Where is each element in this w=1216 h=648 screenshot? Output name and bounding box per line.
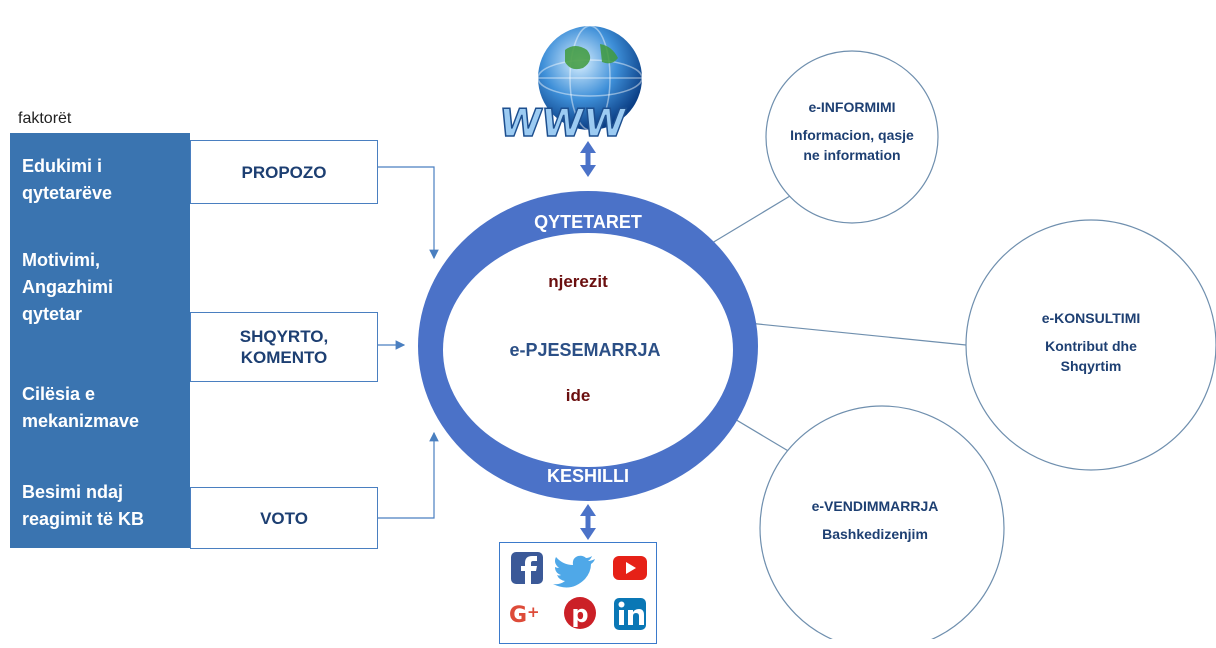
linkedin-icon[interactable] bbox=[614, 598, 646, 630]
factor-mechanism-quality: Cilësia e mekanizmave bbox=[22, 384, 140, 431]
core-ring bbox=[418, 191, 758, 501]
social-icons: G + p bbox=[509, 552, 647, 630]
factors-caption: faktorët bbox=[18, 110, 72, 127]
factors-panel: Edukimi i qytetarëve Motivimi, Angazhimi… bbox=[10, 133, 190, 548]
factor-education: Edukimi i qytetarëve bbox=[22, 156, 113, 203]
circle-e-vendimmarrja bbox=[759, 405, 1005, 639]
www-globe-icon: WWW bbox=[496, 25, 643, 147]
informing-text: e-INFORMIMI Informacion, qasje ne inform… bbox=[790, 99, 914, 163]
youtube-icon[interactable] bbox=[613, 556, 647, 580]
vote-box: VOTO bbox=[190, 487, 378, 549]
social-media-box: G + p bbox=[499, 542, 657, 644]
pinterest-icon[interactable]: p bbox=[564, 597, 596, 629]
circle-e-konsultimi bbox=[965, 219, 1216, 471]
circle-e-informimi bbox=[765, 50, 939, 224]
svg-text:G: G bbox=[509, 603, 527, 628]
factor-trust: Besimi ndaj reagimit të KB bbox=[22, 482, 145, 529]
core-ideas-label: ide bbox=[565, 386, 591, 405]
factor-motivation: Motivimi, Angazhimi qytetar bbox=[22, 250, 114, 324]
connector-consulting bbox=[737, 321, 967, 346]
consulting-text: e-KONSULTIMI Kontribut dhe Shqyrtim bbox=[1041, 310, 1141, 374]
connector-vote bbox=[376, 431, 439, 519]
propose-box: PROPOZO bbox=[190, 140, 378, 204]
google-plus-icon[interactable]: G + bbox=[509, 603, 540, 628]
core-top-label: QYTETARET bbox=[534, 212, 642, 232]
facebook-icon[interactable] bbox=[511, 552, 543, 584]
double-arrow-top bbox=[580, 141, 596, 177]
www-label: WWW bbox=[497, 102, 629, 146]
svg-text:+: + bbox=[527, 603, 540, 621]
connector-propose bbox=[376, 166, 439, 260]
double-arrow-bottom bbox=[580, 504, 596, 540]
twitter-icon[interactable] bbox=[553, 555, 595, 588]
svg-text:p: p bbox=[571, 600, 588, 628]
review-comment-box: SHQYRTO, KOMENTO bbox=[190, 312, 378, 382]
core-people-label: njerezit bbox=[548, 272, 608, 291]
core-bottom-label: KESHILLI bbox=[546, 466, 629, 486]
connector-informing bbox=[711, 195, 791, 244]
decision-text: e-VENDIMMARRJA Bashkedizenjim bbox=[811, 498, 939, 542]
core-center-label: e-PJESEMARRJA bbox=[509, 340, 661, 360]
